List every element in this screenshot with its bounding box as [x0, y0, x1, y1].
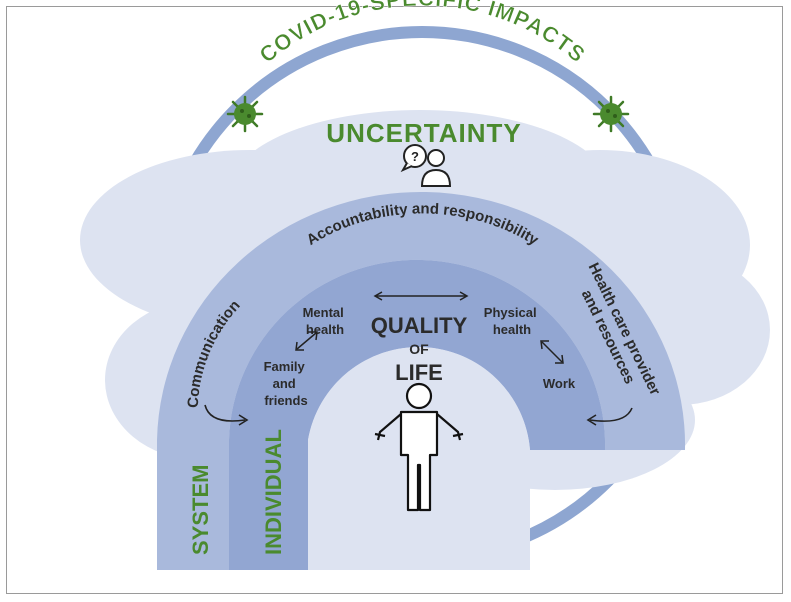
individual-band — [229, 259, 606, 570]
individual-label: INDIVIDUAL — [261, 429, 286, 555]
arrow-mental-family — [295, 331, 318, 351]
arrow-physical-work — [540, 340, 564, 364]
virus-icon — [226, 95, 264, 133]
communication-arrow — [204, 404, 246, 422]
system-label: SYSTEM — [188, 465, 213, 555]
virus-icon — [592, 95, 630, 133]
family-line3: friends — [264, 393, 307, 408]
person-shrug-icon — [374, 382, 464, 512]
quality-label: QUALITY — [371, 313, 468, 338]
arrow-mental-physical — [373, 291, 469, 301]
family-line1: Family — [264, 359, 306, 374]
mental-health-line2: health — [306, 322, 344, 337]
of-label: OF — [409, 341, 429, 357]
physical-health-line2: health — [493, 322, 531, 337]
question-bubble-person-icon: ? — [400, 144, 452, 187]
work-label: Work — [543, 376, 576, 391]
uncertainty-label: UNCERTAINTY — [326, 118, 521, 148]
life-label: LIFE — [395, 360, 443, 385]
system-band — [157, 191, 686, 570]
health-care-arrow — [589, 407, 633, 422]
family-line2: and — [273, 376, 296, 391]
family-friends-label: Family and friends — [264, 359, 309, 408]
svg-text:?: ? — [411, 149, 419, 164]
mental-health-line1: Mental — [303, 305, 344, 320]
physical-health-line1: Physical — [484, 305, 537, 320]
physical-health-label: Physical health — [484, 305, 540, 337]
